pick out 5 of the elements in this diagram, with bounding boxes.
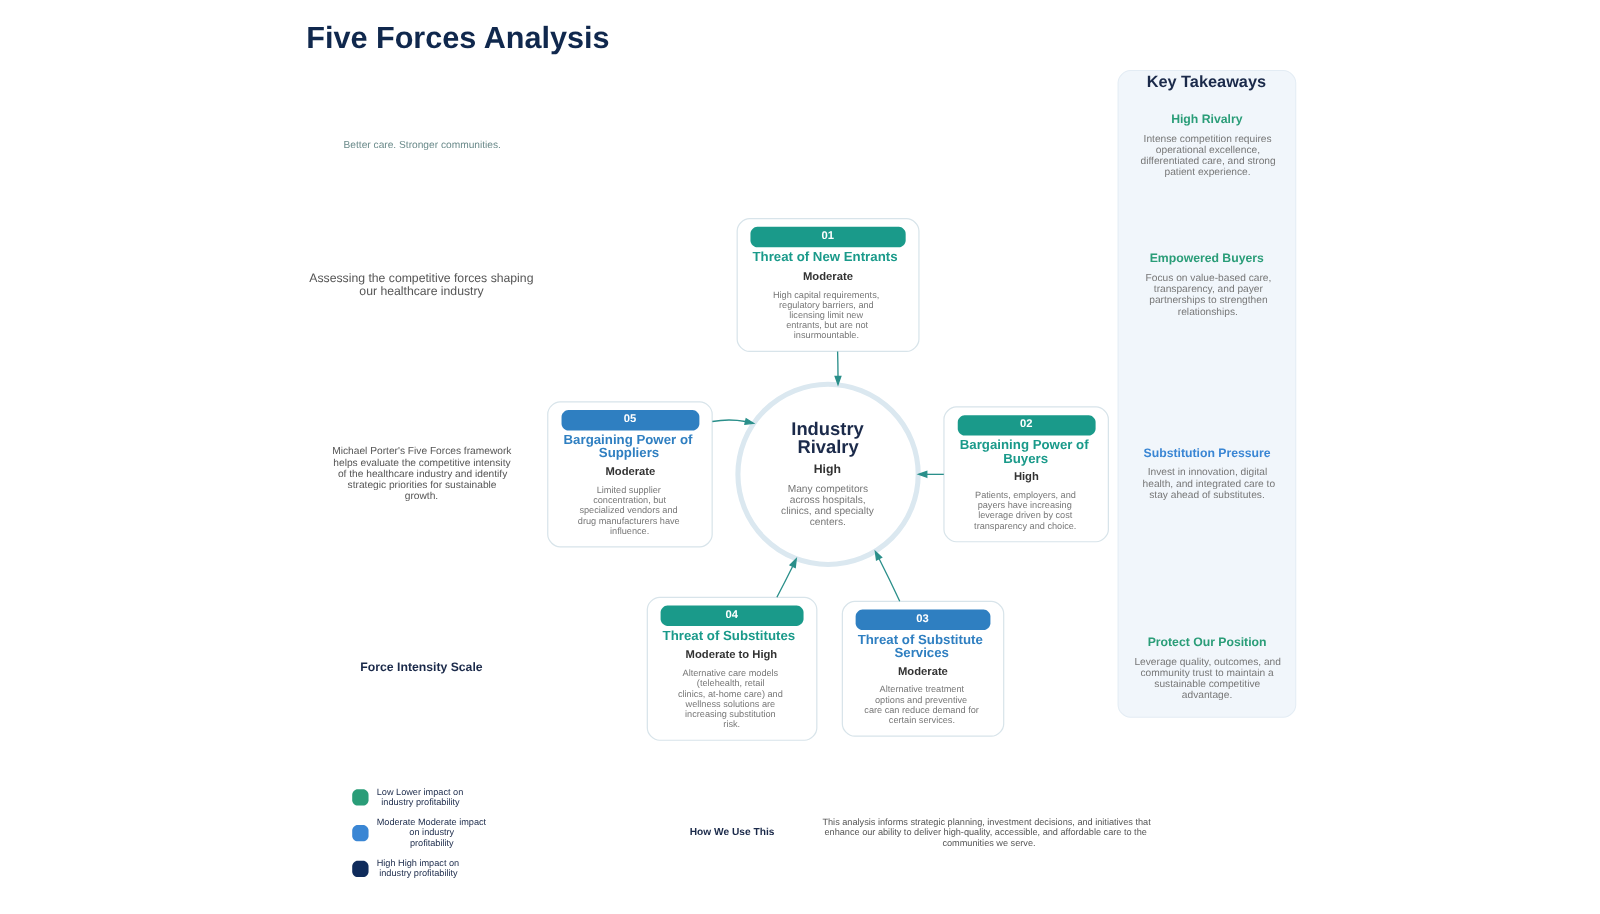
- arrow: [775, 557, 797, 598]
- arrow: [873, 549, 900, 602]
- arrow: [710, 417, 755, 426]
- diagram-title: Five Forces Analysis: [305, 22, 609, 57]
- arrow: [833, 350, 841, 387]
